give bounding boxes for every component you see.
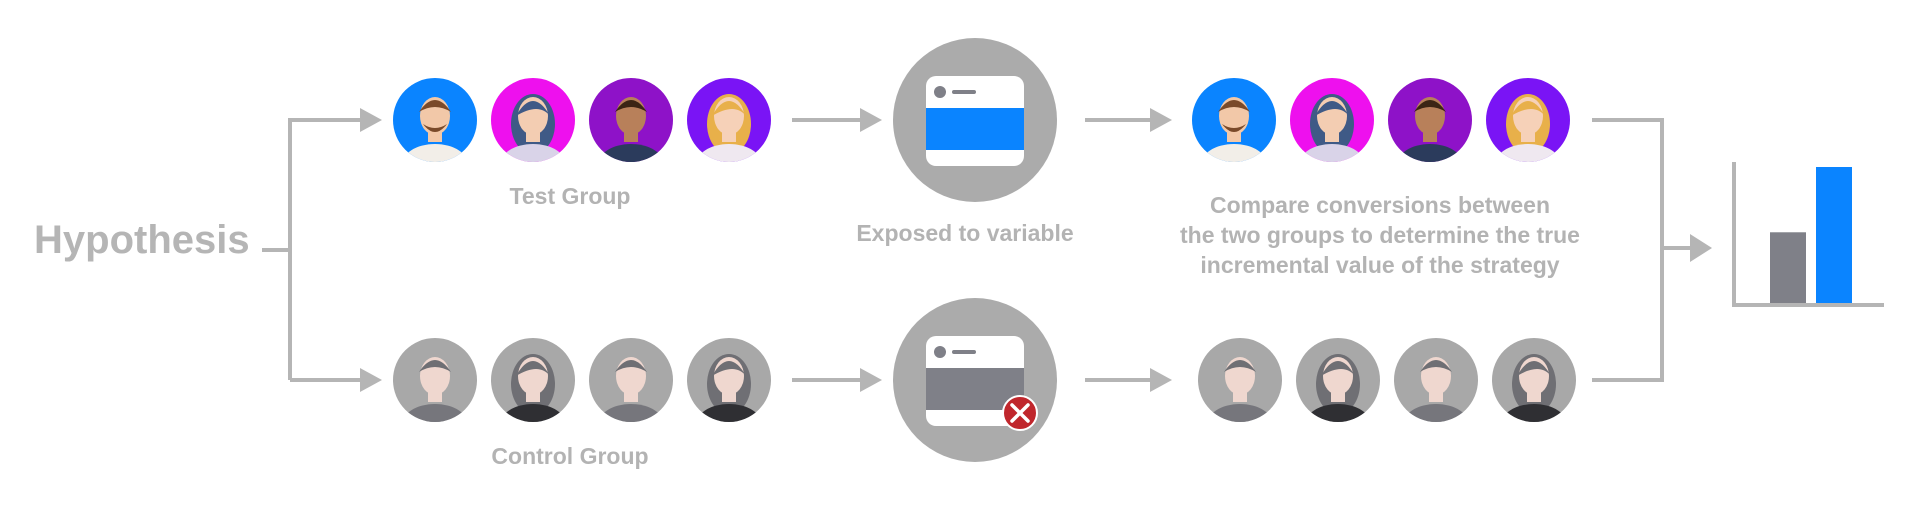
arrow-head-to-chart — [1690, 234, 1712, 262]
anonymous-avatar-icon — [1198, 338, 1282, 422]
arrow-head-control-result — [1150, 368, 1172, 392]
person-avatar-icon — [1290, 78, 1374, 162]
person-avatar-icon — [1388, 78, 1472, 162]
compare-line: the two groups to determine the true — [1180, 222, 1580, 248]
control-group-result-avatars — [1198, 338, 1576, 422]
anonymous-avatar-icon — [491, 338, 575, 422]
hypothesis-connector — [262, 118, 360, 382]
person-avatar-icon — [491, 78, 575, 162]
person-avatar-icon — [393, 78, 477, 162]
anonymous-avatar-icon — [1296, 338, 1380, 422]
compare-line: Compare conversions between — [1210, 192, 1550, 218]
test-group-label: Test Group — [509, 183, 631, 209]
arrow-head-not-exposed — [860, 368, 882, 392]
not-exposed-browser-icon — [893, 298, 1057, 462]
control-group-avatars — [393, 338, 771, 422]
arrow-head-test-result — [1150, 108, 1172, 132]
control-group-label: Control Group — [491, 443, 649, 469]
result-chart — [1732, 162, 1884, 307]
chart-axes — [1732, 162, 1884, 307]
arrow-to-test-group — [360, 108, 382, 132]
anonymous-avatar-icon — [687, 338, 771, 422]
exposed-browser-icon — [893, 38, 1057, 202]
result-bar — [1770, 232, 1806, 303]
person-avatar-icon — [1192, 78, 1276, 162]
hypothesis-label: Hypothesis — [34, 218, 250, 262]
exposed-label: Exposed to variable — [856, 220, 1074, 246]
arrow-head-exposed — [860, 108, 882, 132]
anonymous-avatar-icon — [589, 338, 673, 422]
person-avatar-icon — [589, 78, 673, 162]
merge-connector — [1592, 118, 1692, 382]
test-group-avatars — [393, 78, 771, 162]
error-x-icon — [1002, 395, 1038, 431]
compare-line: incremental value of the strategy — [1200, 252, 1560, 278]
arrow-to-control-group — [360, 368, 382, 392]
test-group-result-avatars — [1192, 78, 1570, 162]
compare-description: Compare conversions between the two grou… — [1140, 190, 1620, 280]
result-bar — [1816, 167, 1852, 303]
anonymous-avatar-icon — [1492, 338, 1576, 422]
person-avatar-icon — [1486, 78, 1570, 162]
anonymous-avatar-icon — [1394, 338, 1478, 422]
person-avatar-icon — [687, 78, 771, 162]
anonymous-avatar-icon — [393, 338, 477, 422]
